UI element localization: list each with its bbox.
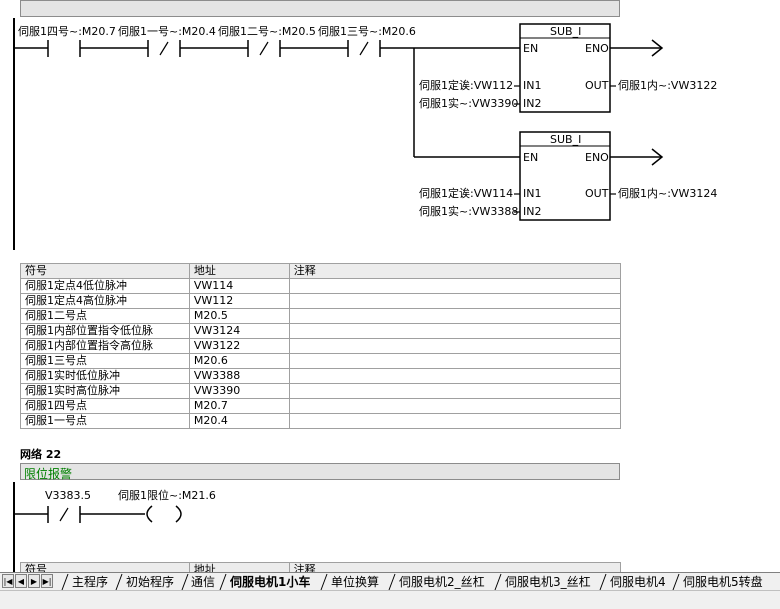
last-icon[interactable]: ▶| [41,574,53,588]
box2-out: OUT [585,187,609,200]
ladder-diagram-network22 [13,482,182,572]
address-cell: VW3388 [188,368,290,384]
symbol-cell: 伺服1内部位置指令低位脉 [20,323,190,339]
symbol-table-network22: 符号 地址 注释 [20,562,621,572]
network22-coil-label: 伺服1限位~:M21.6 [118,489,216,502]
ladder-diagram-network21 [13,18,664,250]
symbol-cell: 伺服1实时高位脉冲 [20,383,190,399]
symbol-cell: 伺服1内部位置指令高位脉 [20,338,190,354]
tab-separators [61,573,680,591]
tab-servo1-cart[interactable]: 伺服电机1小车 [230,575,311,589]
box2-out-var: 伺服1内~:VW3124 [618,187,718,200]
symbol-table-header: 符号 地址 注释 [20,263,622,279]
box1-in1-var: 伺服1定诶:VW112 [419,79,514,92]
address-cell: VW114 [188,278,290,294]
box1-eno: ENO [585,42,609,55]
address-cell: M20.7 [188,398,290,414]
header-address[interactable]: 地址 [188,562,290,572]
box1-en: EN [523,42,539,55]
box2-en: EN [523,151,539,164]
comment-cell [288,353,622,369]
network22-contact-label: V3383.5 [45,489,92,502]
contact-label-2: 伺服1一号~:M20.4 [118,25,216,38]
first-icon[interactable]: |◀ [2,574,14,588]
symbol-cell: 伺服1四号点 [20,398,190,414]
box2-in1-var: 伺服1定诶:VW114 [419,187,514,200]
box2-in2-var: 伺服1实~:VW3388 [419,205,519,218]
prev-icon[interactable]: ◀ [15,574,27,588]
box2-eno: ENO [585,151,609,164]
status-strip [0,590,780,609]
tab-unit-conversion[interactable]: 单位换算 [331,575,380,589]
header-symbol[interactable]: 符号 [20,562,190,572]
box1-in2-var: 伺服1实~:VW3390 [419,97,519,110]
address-cell: VW3390 [188,383,290,399]
tab-main[interactable]: 主程序 [72,575,109,589]
address-cell: M20.6 [188,353,290,369]
address-cell: VW3122 [188,338,290,354]
tab-servo4[interactable]: 伺服电机4 [610,575,666,589]
box1-in2: IN2 [523,97,542,110]
header-comment[interactable]: 注释 [288,562,621,572]
symbol-cell: 伺服1三号点 [20,353,190,369]
header-symbol[interactable]: 符号 [20,263,190,279]
program-tab-bar: |◀ ◀ ▶ ▶| 主程序 初始程序 通信 伺服电机1小车 单位换算 伺服电机2… [0,572,780,591]
box1-out: OUT [585,79,609,92]
next-icon[interactable]: ▶ [28,574,40,588]
tab-servo3-screw[interactable]: 伺服电机3_丝杠 [505,575,591,589]
comment-cell [288,293,622,309]
network-title: 网络 22 [20,448,62,461]
comment-cell [288,383,622,399]
tab-init[interactable]: 初始程序 [126,575,175,589]
tab-comm[interactable]: 通信 [191,575,216,589]
address-cell: M20.5 [188,308,290,324]
box2-title: SUB_I [550,133,582,146]
box2-in1: IN1 [523,187,542,200]
symbol-cell: 伺服1二号点 [20,308,190,324]
comment-cell [288,368,622,384]
comment-cell [288,413,622,429]
header-comment[interactable]: 注释 [288,263,622,279]
address-cell: VW112 [188,293,290,309]
contact-label-1: 伺服1四号~:M20.7 [18,25,116,38]
comment-cell [288,398,622,414]
header-address[interactable]: 地址 [188,263,290,279]
symbol-cell: 伺服1定点4低位脉冲 [20,278,190,294]
comment-cell [288,338,622,354]
box1-out-var: 伺服1内~:VW3122 [618,79,718,92]
comment-cell [288,278,622,294]
address-cell: M20.4 [188,413,290,429]
tab-servo2-screw[interactable]: 伺服电机2_丝杠 [399,575,485,589]
tab-servo5-turntable[interactable]: 伺服电机5转盘 [683,575,763,589]
box1-in1: IN1 [523,79,542,92]
comment-cell [288,323,622,339]
address-cell: VW3124 [188,323,290,339]
contact-label-4: 伺服1三号~:M20.6 [318,25,416,38]
box2-in2: IN2 [523,205,542,218]
network22-comment-bar[interactable]: 限位报警 [20,463,620,481]
symbol-table-network22-clip: 符号 地址 注释 [20,562,621,572]
symbol-cell: 伺服1定点4高位脉冲 [20,293,190,309]
symbol-cell: 伺服1一号点 [20,413,190,429]
network21-comment-bar [20,0,620,17]
symbol-cell: 伺服1实时低位脉冲 [20,368,190,384]
contact-label-3: 伺服1二号~:M20.5 [218,25,316,38]
box1-title: SUB_I [550,25,582,38]
comment-cell [288,308,622,324]
network-comment: 限位报警 [24,467,73,481]
